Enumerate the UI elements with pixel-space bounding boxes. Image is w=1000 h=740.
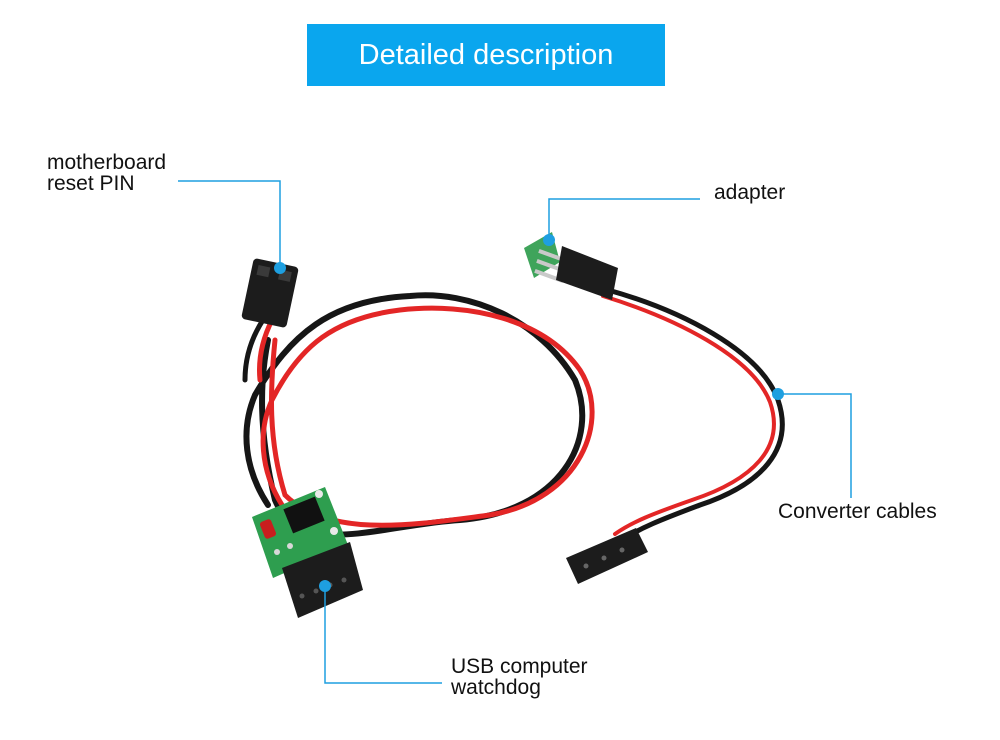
label-reset-pin-line2: reset PIN xyxy=(47,172,135,195)
banner-title: Detailed description xyxy=(358,38,614,71)
label-adapter-line1: adapter xyxy=(714,181,786,204)
label-watchdog-line1: USB computer xyxy=(451,655,588,678)
label-converter-line1: Converter cables xyxy=(778,500,937,523)
leader-dots xyxy=(274,234,784,592)
dot-converter xyxy=(772,388,784,400)
leader-adapter xyxy=(548,198,700,240)
leader-watchdog xyxy=(324,586,442,684)
adapter-connector xyxy=(524,232,618,300)
dot-reset-pin xyxy=(274,262,286,274)
converter-cable xyxy=(601,287,785,543)
label-watchdog: USB computer watchdog xyxy=(451,656,588,698)
label-watchdog-line2: watchdog xyxy=(451,676,541,699)
watchdog-board xyxy=(252,487,363,618)
leader-reset-pin xyxy=(178,180,281,268)
dot-watchdog xyxy=(319,580,331,592)
label-reset-pin-line1: motherboard xyxy=(47,151,167,174)
leader-converter xyxy=(778,393,852,498)
label-adapter: adapter xyxy=(714,182,785,203)
dot-adapter xyxy=(543,234,555,246)
watchdog-cable xyxy=(242,292,595,538)
label-reset-pin: motherboard reset PIN xyxy=(47,152,166,194)
label-converter: Converter cables xyxy=(778,501,937,522)
title-banner: Detailed description xyxy=(307,24,665,86)
reset-pin-connector xyxy=(241,258,299,328)
leader-lines xyxy=(178,180,852,684)
converter-end-connector xyxy=(566,528,648,584)
